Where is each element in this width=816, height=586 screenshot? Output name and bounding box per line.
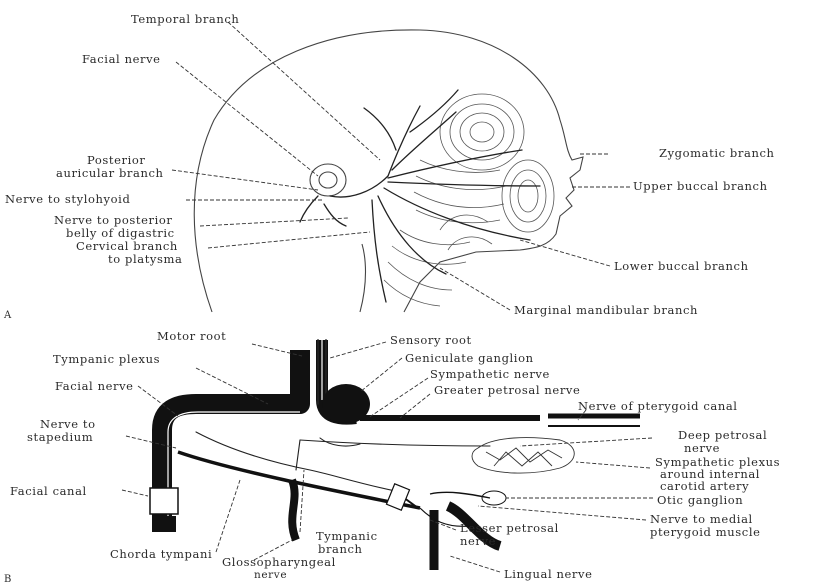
label-nerve-to-medial-pterygoid-1: Nerve to medial (650, 512, 753, 526)
label-greater-petrosal-nerve: Greater petrosal nerve (434, 383, 580, 397)
label-cervical-branch-1: Cervical branch (76, 239, 178, 253)
label-lower-buccal-branch: Lower buccal branch (614, 259, 749, 273)
label-upper-buccal-branch: Upper buccal branch (633, 179, 768, 193)
label-motor-root: Motor root (157, 329, 226, 343)
leader-lines-a (172, 22, 630, 310)
label-glossopharyngeal-1: Glossopharyngeal (222, 555, 336, 569)
label-chorda-tympani: Chorda tympani (110, 547, 212, 561)
nerve-branches-a (300, 90, 540, 302)
label-tympanic-branch-1: Tympanic (316, 529, 378, 543)
label-nerve-to-stylohyoid: Nerve to stylohyoid (5, 192, 130, 206)
facial-canal-box (150, 488, 178, 532)
label-tympanic-branch-2: branch (318, 542, 363, 556)
label-marginal-mandibular-branch: Marginal mandibular branch (514, 303, 698, 317)
label-facial-nerve-a: Facial nerve (82, 52, 161, 66)
label-nerve-to-medial-pterygoid-2: pterygoid muscle (650, 525, 761, 539)
label-glossopharyngeal-2: nerve (254, 569, 287, 581)
label-otic-ganglion: Otic ganglion (657, 493, 743, 507)
label-lesser-petrosal-1: Lesser petrosal (460, 521, 559, 535)
label-nerve-of-pterygoid-canal: Nerve of pterygoid canal (578, 399, 738, 413)
head-outline (194, 30, 583, 312)
panel-letter-a: A (3, 310, 12, 321)
chorda-tympani (178, 452, 420, 508)
label-nerve-to-posterior-1: Nerve to posterior (54, 213, 173, 227)
label-geniculate-ganglion: Geniculate ganglion (405, 351, 534, 365)
label-posterior-auricular-1: Posterior (87, 153, 146, 167)
ear (310, 164, 346, 196)
label-nerve-to-posterior-2: belly of digastric (66, 226, 175, 240)
label-sympathetic-nerve: Sympathetic nerve (430, 367, 550, 381)
label-temporal-branch: Temporal branch (131, 12, 239, 26)
label-facial-nerve-b: Facial nerve (55, 379, 134, 393)
label-posterior-auricular-2: auricular branch (56, 166, 164, 180)
label-lesser-petrosal-2: nerve (460, 534, 496, 548)
label-nerve-to-stapedium-2: stapedium (27, 430, 93, 444)
label-tympanic-plexus: Tympanic plexus (53, 352, 160, 366)
label-sensory-root: Sensory root (390, 333, 472, 347)
glossopharyngeal (292, 480, 296, 540)
labels-a: Temporal branch Facial nerve Posterior a… (3, 12, 775, 321)
label-deep-petrosal-2: nerve (684, 441, 720, 455)
label-lingual-nerve: Lingual nerve (504, 567, 593, 581)
label-sympathetic-plexus-3: carotid artery (660, 479, 749, 493)
panel-a: Temporal branch Facial nerve Posterior a… (3, 12, 775, 321)
label-deep-petrosal-1: Deep petrosal (678, 428, 767, 442)
labels-b: Motor root Sensory root Tympanic plexus … (4, 329, 780, 585)
label-cervical-branch-2: to platysma (108, 252, 182, 266)
panel-b: Motor root Sensory root Tympanic plexus … (4, 329, 780, 585)
label-facial-canal: Facial canal (10, 484, 87, 498)
sympathetic-plexus (472, 438, 574, 473)
tympanic-plexus (196, 432, 490, 492)
panel-letter-b: B (4, 574, 11, 585)
greater-petrosal (360, 416, 640, 426)
label-zygomatic-branch: Zygomatic branch (659, 146, 775, 160)
label-nerve-to-stapedium-1: Nerve to (40, 417, 96, 431)
